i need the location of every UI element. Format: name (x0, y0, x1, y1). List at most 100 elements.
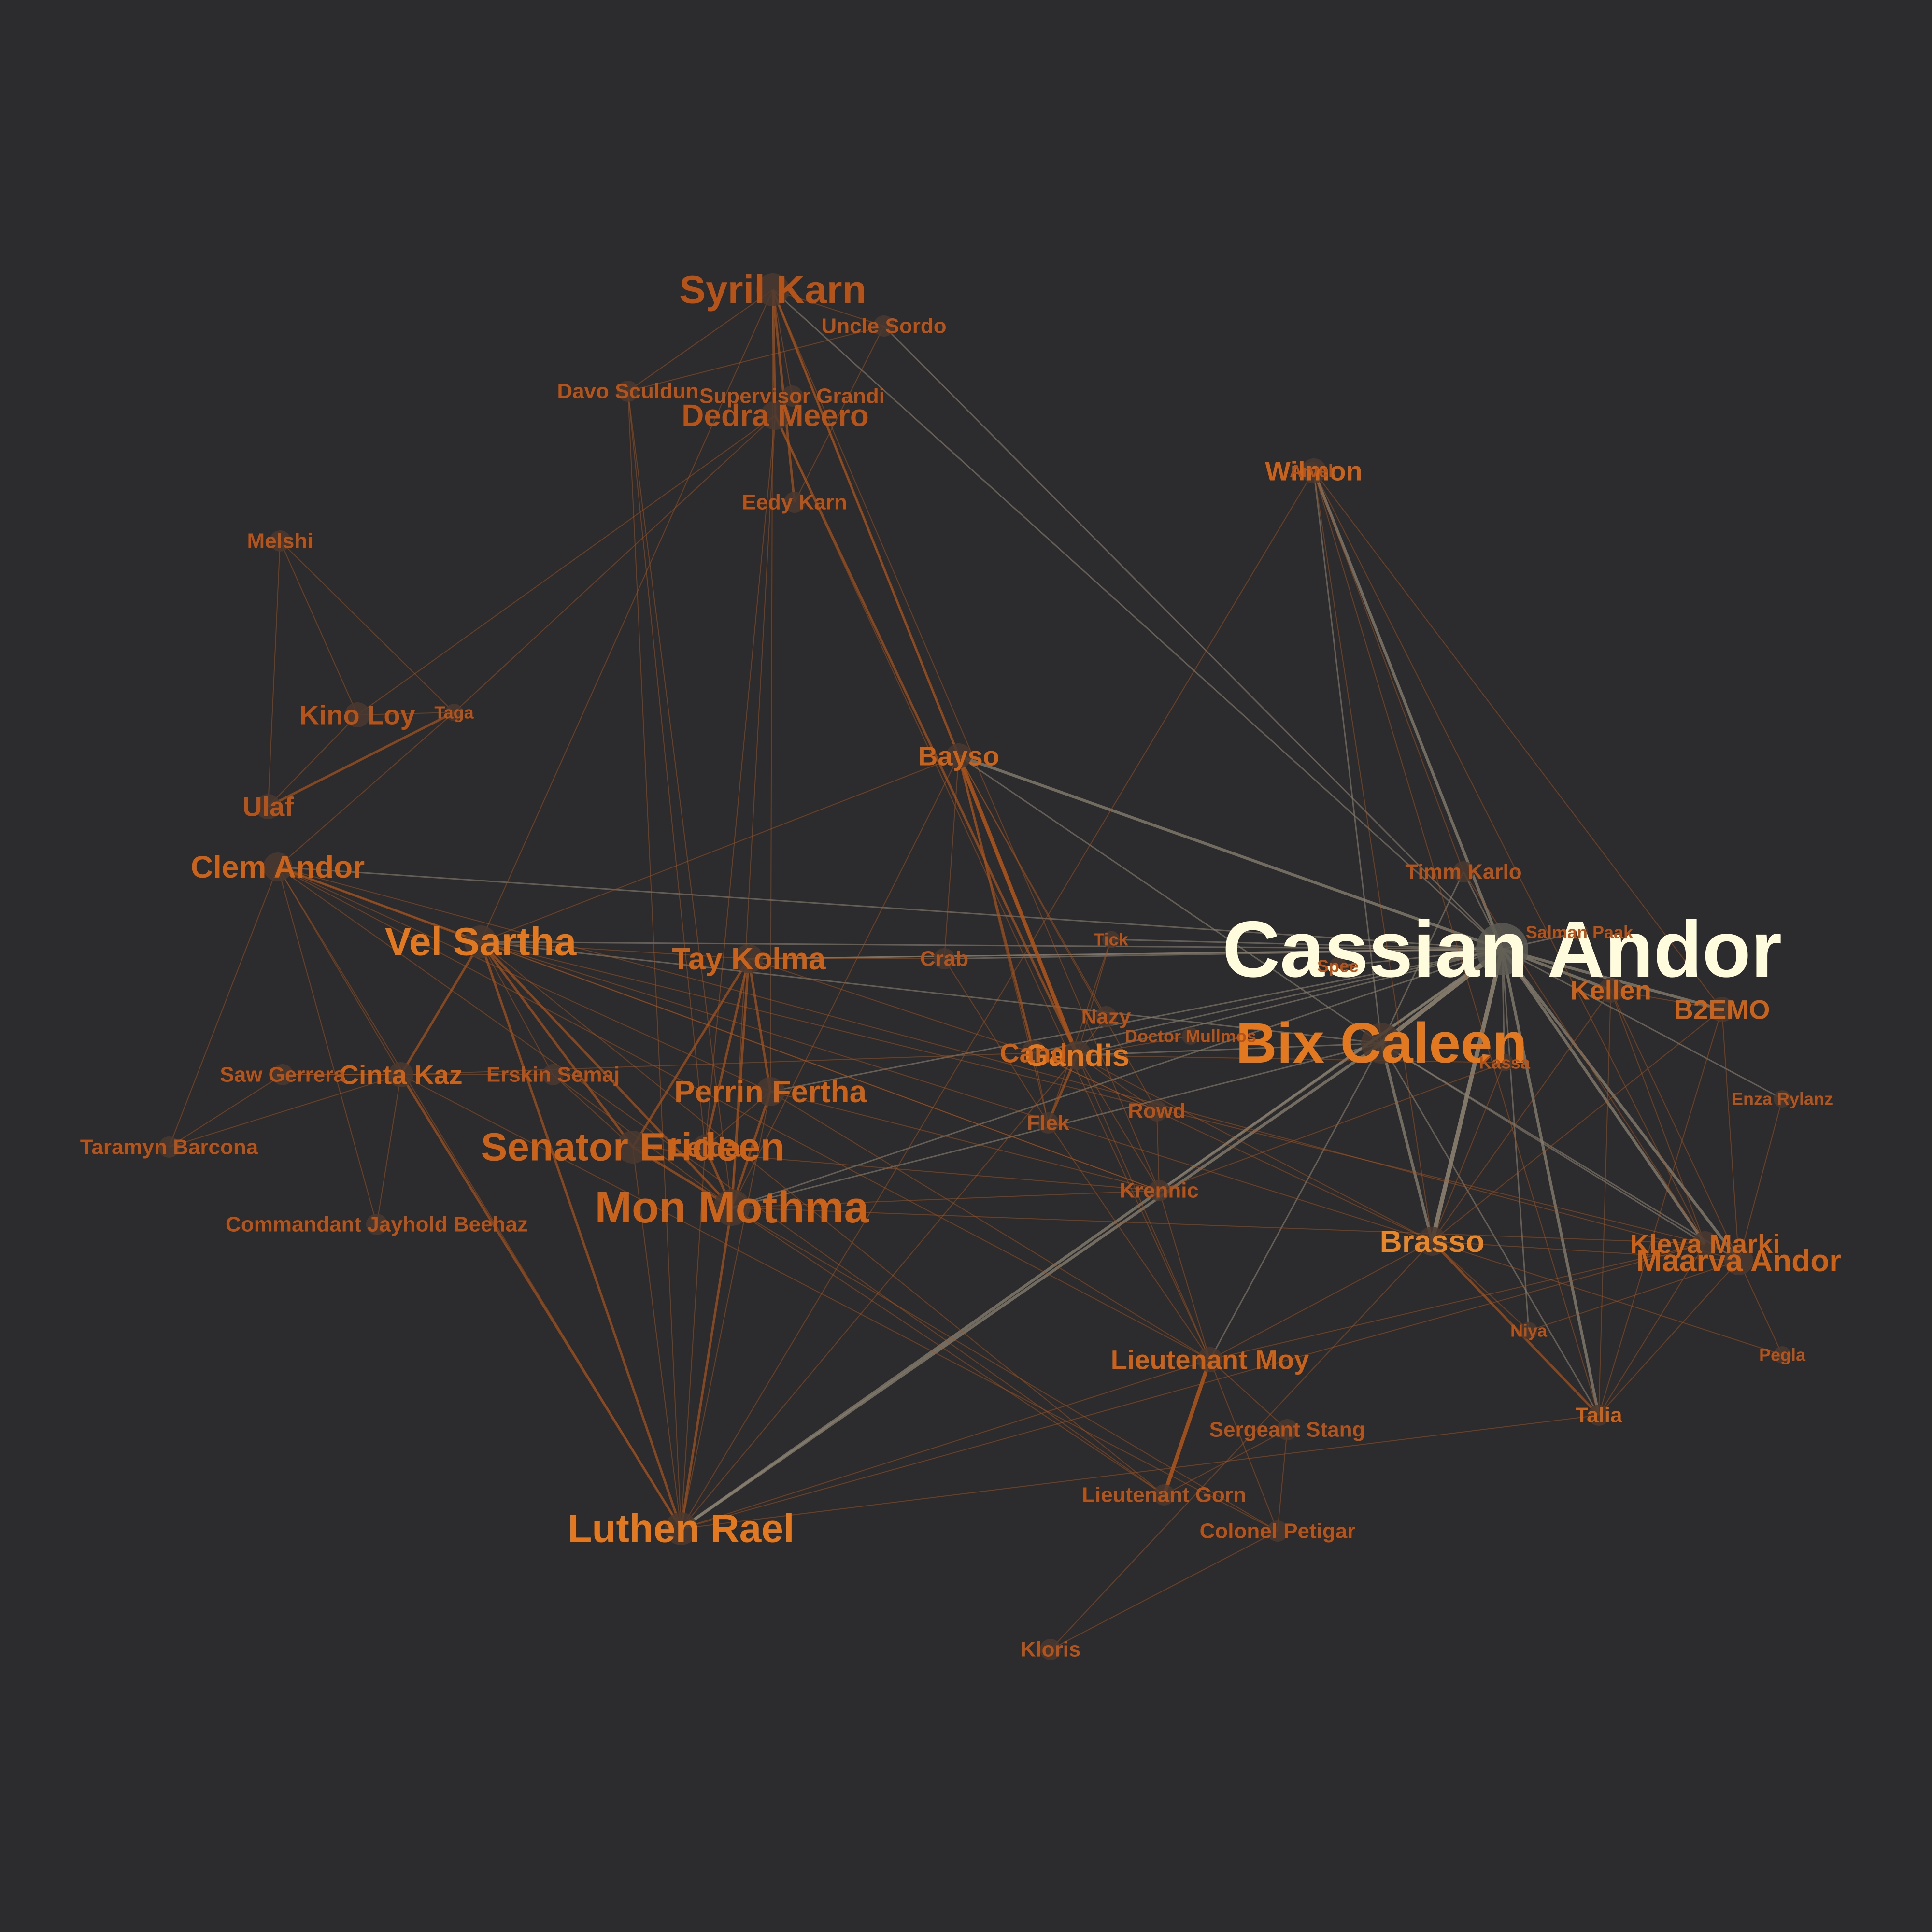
edge-vel-erskin (480, 941, 554, 1075)
node-label-b2emo: B2EMO (1674, 994, 1770, 1025)
edge-tay-perrin (747, 958, 772, 1092)
node-label-timm: Timm Karlo (1405, 860, 1521, 884)
edge-sordo-eedy (794, 326, 884, 503)
node-grandi[interactable] (781, 385, 803, 407)
node-beehaz[interactable] (366, 1214, 387, 1235)
node-cassian[interactable] (1476, 923, 1528, 975)
node-gorn[interactable] (1153, 1484, 1175, 1506)
edge-candis-cassian (1033, 948, 1503, 1054)
edge-cassian-clem (277, 866, 1503, 950)
node-talia[interactable] (1588, 1405, 1609, 1426)
node-arvel[interactable] (1303, 462, 1320, 480)
edge-dedra-gandis (774, 414, 1079, 1056)
node-erskin[interactable] (542, 1064, 564, 1085)
node-clem[interactable] (263, 852, 292, 881)
edge-ulaf-taga (267, 711, 455, 808)
node-vel[interactable] (464, 925, 497, 958)
node-label-bix: Bix Caleen (1236, 1011, 1527, 1075)
node-candis[interactable] (1021, 1040, 1046, 1065)
edge-cassian-perrin (770, 948, 1503, 1093)
node-spee[interactable] (1329, 957, 1347, 975)
node-pegla[interactable] (1774, 1346, 1791, 1364)
node-label-erskin: Erskin Semaj (486, 1063, 620, 1087)
node-saw[interactable] (272, 1064, 293, 1085)
node-cinta[interactable] (388, 1062, 413, 1087)
node-label-crab: Crab (920, 947, 968, 971)
node-rowd[interactable] (1146, 1100, 1167, 1122)
node-dedra[interactable] (761, 401, 790, 430)
node-tick[interactable] (1102, 931, 1120, 948)
edge-bayso-nazy (958, 755, 1107, 1017)
edge-mon-luthen (680, 1207, 733, 1529)
node-taramyn[interactable] (158, 1136, 180, 1158)
node-label-melshi: Melshi (247, 529, 313, 553)
node-label-spee: Spee (1317, 956, 1359, 976)
node-label-petigar: Colonel Petigar (1200, 1520, 1356, 1543)
node-brasso[interactable] (1418, 1227, 1447, 1256)
node-melshi[interactable] (270, 530, 291, 552)
node-perrin[interactable] (756, 1077, 785, 1106)
node-label-davo: Davo Sculdun (557, 380, 698, 403)
node-kloris[interactable] (1040, 1639, 1061, 1660)
edge-maarva-pegla (1738, 1260, 1783, 1355)
node-label-kassa: Kassa (1479, 1053, 1531, 1073)
node-eedy[interactable] (784, 492, 805, 513)
edge-maarva-kellen (1610, 990, 1739, 1261)
node-bix[interactable] (1361, 1023, 1402, 1064)
node-label-enza: Enza Rylanz (1732, 1089, 1833, 1109)
node-krennic[interactable] (1149, 1180, 1170, 1201)
node-nazy[interactable] (1095, 1006, 1117, 1027)
node-salman[interactable] (1571, 923, 1588, 941)
node-tay[interactable] (734, 944, 763, 973)
node-moy[interactable] (1197, 1347, 1222, 1372)
edge-mon-petigar (731, 1207, 1278, 1532)
node-label-nazy: Nazy (1081, 1005, 1131, 1029)
node-mullmos[interactable] (1182, 1027, 1199, 1045)
edge-vel-luthen (479, 941, 682, 1529)
node-label-syril: Syril Karn (679, 268, 866, 312)
node-ulaf[interactable] (256, 794, 281, 819)
node-mon[interactable] (713, 1189, 750, 1226)
edge-cassian-sordo (883, 325, 1503, 950)
edge-gorn-stang (1164, 1429, 1288, 1495)
node-petigar[interactable] (1267, 1520, 1288, 1542)
edge-mon-bayso (731, 755, 959, 1208)
node-leida[interactable] (693, 1135, 718, 1160)
node-kleya[interactable] (1692, 1231, 1718, 1256)
edge-vel-kleya (480, 941, 1705, 1244)
node-crab[interactable] (934, 948, 955, 969)
node-label-mon: Mon Mothma (595, 1183, 869, 1232)
edge-melshi-kino (280, 540, 358, 715)
node-flek[interactable] (1037, 1112, 1059, 1134)
edge-bix-talia (1380, 1043, 1600, 1416)
node-kino[interactable] (345, 702, 370, 727)
node-label-brasso: Brasso (1380, 1224, 1485, 1259)
node-sordo[interactable] (873, 315, 895, 337)
node-bayso[interactable] (946, 743, 971, 768)
edge-melshi-ulaf (268, 540, 281, 807)
node-luthen[interactable] (665, 1512, 697, 1545)
node-b2emo[interactable] (1709, 997, 1734, 1022)
edge-brasso-moy (1209, 1241, 1433, 1360)
node-davo[interactable] (617, 381, 639, 402)
node-maarva[interactable] (1724, 1246, 1753, 1275)
node-gandis[interactable] (1063, 1041, 1092, 1070)
node-taga[interactable] (445, 704, 463, 721)
node-kassa[interactable] (1496, 1054, 1513, 1071)
node-senator[interactable] (616, 1131, 649, 1164)
node-label-salman: Salman Paak (1526, 923, 1634, 942)
node-kellen[interactable] (1598, 978, 1623, 1003)
node-syril[interactable] (756, 273, 789, 306)
edge-senator-erskin (553, 1074, 633, 1148)
node-label-bayso: Bayso (918, 741, 999, 771)
node-timm[interactable] (1453, 861, 1474, 882)
edge-vel-bayso (480, 755, 959, 942)
node-enza[interactable] (1774, 1090, 1791, 1108)
edge-syril-krennic (772, 289, 1160, 1191)
edge-kellen-kleya (1610, 990, 1705, 1244)
node-label-gandis: Gandis (1025, 1038, 1130, 1073)
node-stang[interactable] (1277, 1419, 1298, 1440)
node-niya[interactable] (1520, 1322, 1537, 1339)
